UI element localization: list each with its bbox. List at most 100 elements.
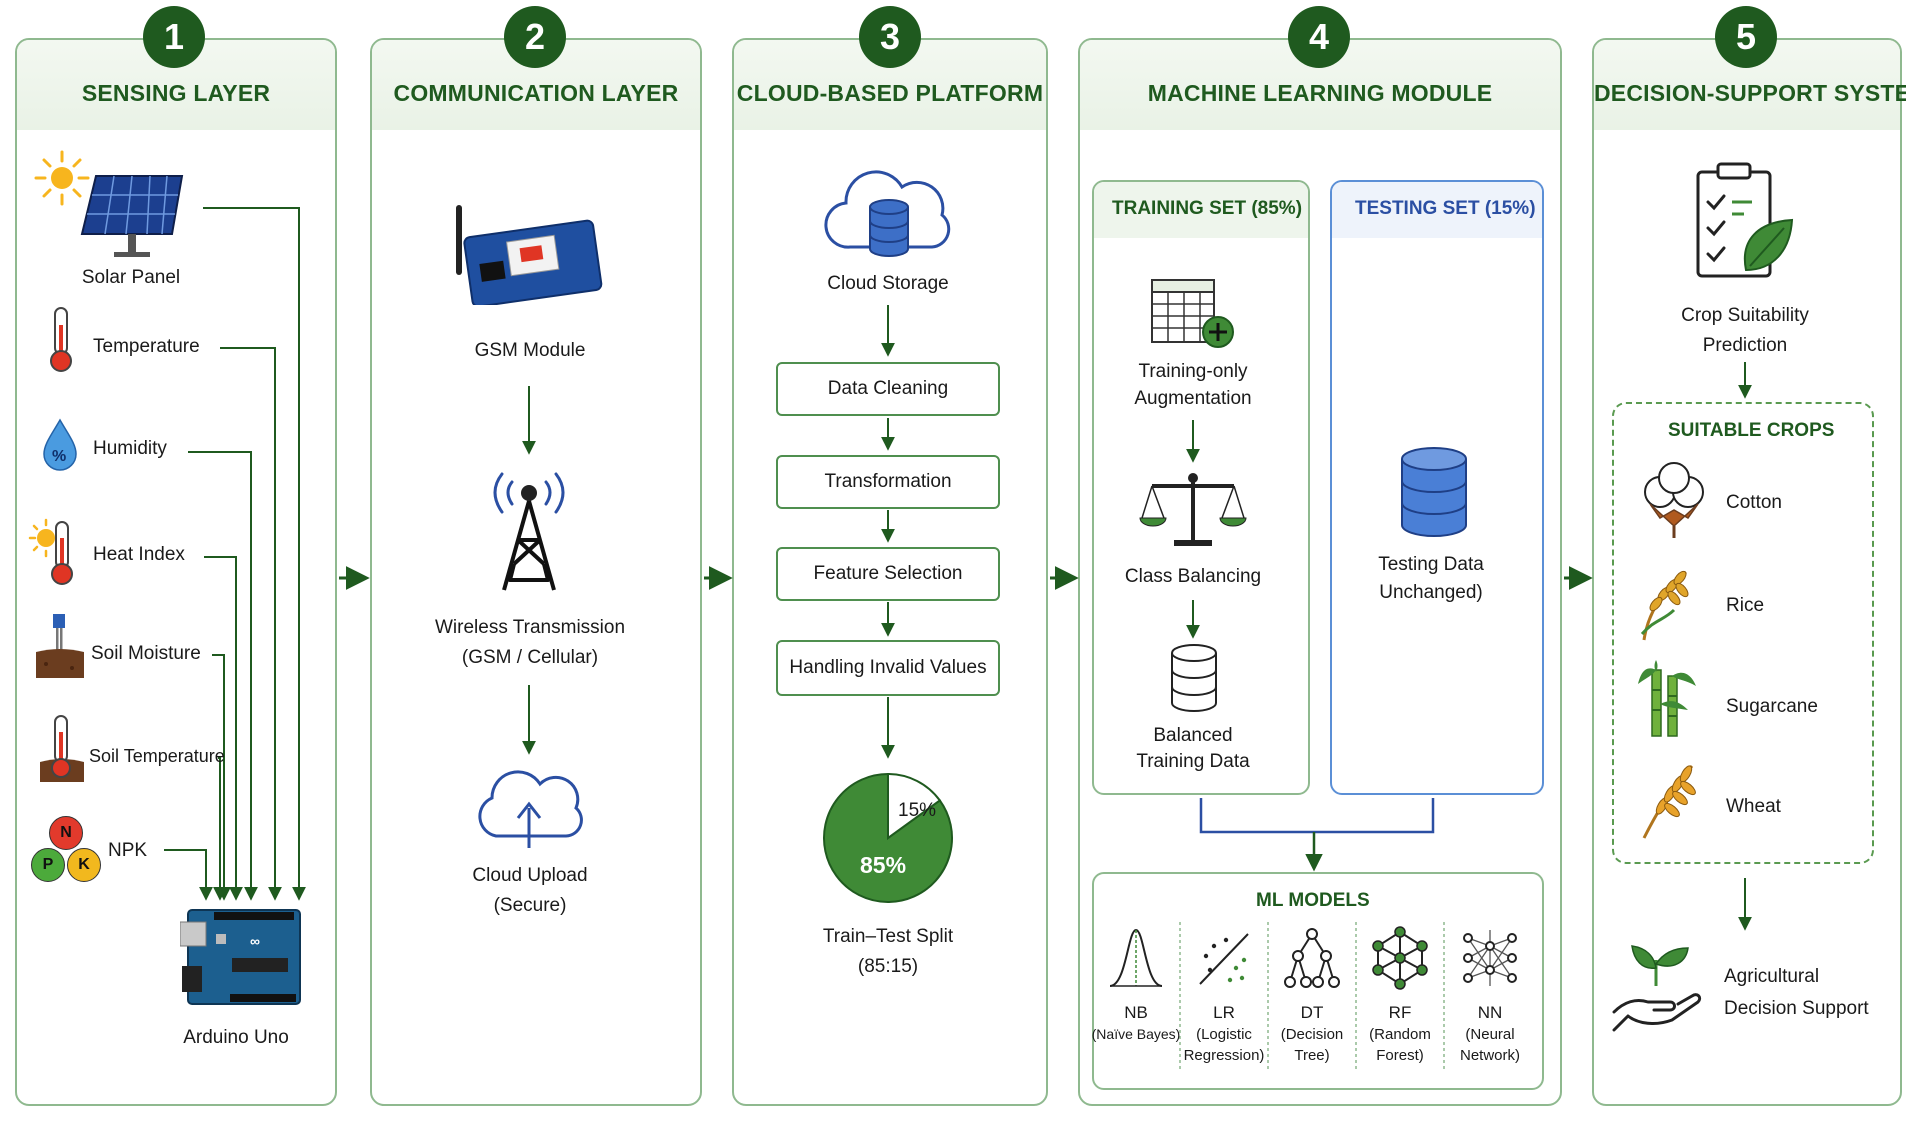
layer-badge-5: 5 [1715, 6, 1777, 68]
ml-models-box [1092, 872, 1544, 1090]
humidity-drop-icon [43, 418, 77, 471]
model-nb-abbr: NB [1124, 1003, 1148, 1022]
crop-rice-label: Rice [1726, 595, 1765, 616]
cloud-storage-icon [824, 170, 951, 257]
model-nn-name-line2: Network) [1459, 1047, 1521, 1064]
ml-models-title: ML MODELS [1256, 890, 1370, 911]
soil-temperature-label: Soil Temperature [89, 746, 225, 766]
gsm-module-icon [456, 205, 603, 305]
communication-layer-panel: COMMUNICATION LAYER [370, 38, 702, 1106]
crop-sugarcane-label: Sugarcane [1726, 696, 1818, 717]
model-lr-name-line1: (Logistic [1196, 1026, 1252, 1043]
npk-icon: N P K [29, 816, 105, 888]
data-cleaning-step: Data Cleaning [776, 362, 1000, 416]
suitable-crops-box [1612, 402, 1874, 864]
humidity-label: Humidity [93, 438, 167, 459]
testing-set-box [1330, 180, 1544, 795]
augmentation-table-icon [1151, 279, 1234, 348]
temperature-label: Temperature [93, 336, 200, 357]
layer-badge-1: 1 [143, 6, 205, 68]
model-nn-name-line1: (Neural [1465, 1026, 1515, 1043]
crop-prediction-label-line1: Crop Suitability [1681, 305, 1809, 326]
class-balancing-label: Class Balancing [1124, 566, 1262, 587]
humidity-percent-symbol: % [52, 448, 67, 465]
sun-icon [34, 150, 90, 206]
layer-badge-2: 2 [504, 6, 566, 68]
agri-support-label-line2: Decision Support [1724, 998, 1869, 1019]
temperature-connector [220, 347, 282, 901]
ml-module-title: MACHINE LEARNING MODULE [1147, 80, 1493, 106]
wireless-transmission-label-line1: Wireless Transmission [434, 617, 626, 638]
training-set-title: TRAINING SET (85%) [1112, 198, 1303, 219]
pie-test-percent: 15% [898, 800, 937, 821]
cloud-platform-title: CLOUD-BASED PLATFORM [736, 80, 1044, 106]
cloud-upload-label-line1: Cloud Upload [472, 865, 588, 886]
model-nb-name: (Naïve Bayes) [1091, 1026, 1181, 1042]
communication-layer-title: COMMUNICATION LAYER [393, 80, 679, 106]
agri-support-label-line1: Agricultural [1724, 966, 1820, 987]
humidity-connector [188, 451, 258, 901]
solar-panel-label: Solar Panel [81, 267, 181, 288]
train-test-split-label-line1: Train–Test Split [822, 926, 954, 947]
model-dt-name-line2: Tree) [1294, 1047, 1330, 1064]
decision-support-title: DECISION-SUPPORT SYSTEM [1594, 80, 1906, 106]
gsm-module-label: GSM Module [474, 340, 586, 361]
neural-network-icon [1463, 930, 1517, 986]
cloud-upload-icon [478, 770, 583, 848]
logistic-regression-icon [1199, 933, 1249, 985]
model-nn-abbr: NN [1477, 1003, 1503, 1022]
rice-icon [1640, 570, 1689, 641]
svg-text:∞: ∞ [250, 933, 260, 949]
balanced-data-label-line2: Training Data [1136, 751, 1250, 772]
soil-moisture-label: Soil Moisture [91, 643, 201, 664]
testing-set-title: TESTING SET (15%) [1355, 198, 1536, 219]
arduino-uno-icon: ∞ [180, 909, 301, 1005]
testing-data-icon [1401, 447, 1467, 537]
soil-moisture-connector [212, 654, 231, 901]
cloud-storage-label: Cloud Storage [827, 273, 949, 294]
random-forest-icon [1372, 926, 1428, 990]
layer-badge-3: 3 [859, 6, 921, 68]
decision-tree-icon [1284, 928, 1340, 988]
testing-data-label-line2: Unchanged) [1379, 582, 1483, 603]
model-rf-abbr: RF [1388, 1003, 1412, 1022]
pie-slice-train [823, 772, 953, 903]
thermometer-icon [50, 307, 72, 372]
arduino-uno-label: Arduino Uno [183, 1027, 289, 1048]
heat-index-icon [28, 518, 73, 585]
naive-bayes-icon [1109, 928, 1163, 987]
npk-label: NPK [108, 840, 148, 861]
pie-train-percent: 85% [860, 852, 907, 878]
wireless-tower-icon [493, 472, 565, 591]
npk-connector [164, 849, 213, 901]
wireless-transmission-label-line2: (GSM / Cellular) [461, 647, 599, 668]
model-dt-name-line1: (Decision [1280, 1026, 1344, 1043]
augmentation-label-line2: Augmentation [1134, 388, 1252, 409]
heat-index-connector [204, 556, 243, 901]
npk-k-circle: K [67, 848, 101, 882]
handling-invalid-values-step: Handling Invalid Values [776, 640, 1000, 696]
npk-n-circle: N [49, 816, 83, 850]
testing-data-label-line1: Testing Data [1378, 554, 1484, 575]
model-rf-name-line2: Forest) [1376, 1047, 1424, 1064]
heat-index-label: Heat Index [93, 544, 185, 565]
clipboard-leaf-icon [1696, 162, 1794, 278]
pie-slice-test [887, 772, 942, 840]
balance-scale-icon [1139, 473, 1247, 546]
soil-moisture-icon [36, 614, 84, 678]
augmentation-label-line1: Training-only [1138, 361, 1248, 382]
crop-wheat-label: Wheat [1726, 796, 1781, 817]
model-lr-name-line2: Regression) [1183, 1047, 1265, 1064]
solar-panel-icon [80, 175, 184, 257]
sensing-layer-title: SENSING LAYER [81, 80, 271, 106]
transformation-step: Transformation [776, 455, 1000, 509]
training-set-box [1092, 180, 1310, 795]
solar-connector [203, 207, 306, 901]
layer-badge-4: 4 [1288, 6, 1350, 68]
crop-cotton-label: Cotton [1726, 492, 1782, 513]
model-dt-abbr: DT [1300, 1003, 1324, 1022]
hand-sprout-icon [1612, 945, 1702, 1032]
cotton-icon [1644, 462, 1704, 538]
